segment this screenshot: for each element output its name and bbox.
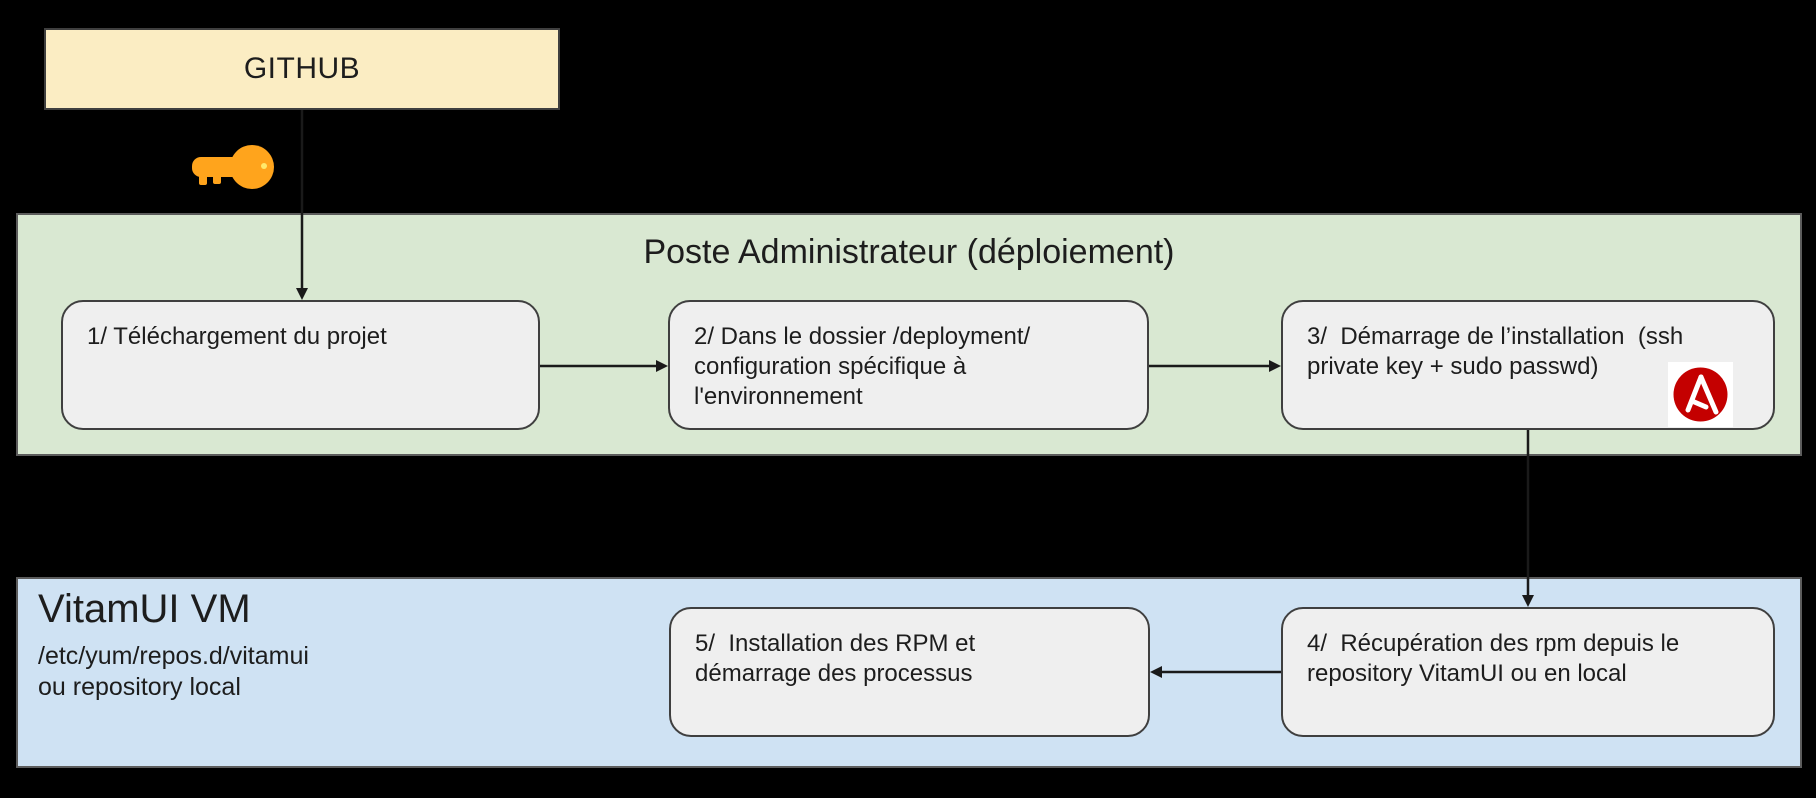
zone-admin-title: Poste Administrateur (déploiement) xyxy=(643,233,1175,271)
zone-vm-subtitle: /etc/yum/repos.d/vitamui ou repository l… xyxy=(38,642,309,701)
key-hole xyxy=(261,163,267,169)
ansible-logo-icon xyxy=(1668,362,1733,427)
key-icon xyxy=(192,145,274,189)
zone-vm-title: VitamUI VM xyxy=(38,587,251,631)
step-2-configuration-deployment: 2/ Dans le dossier /deployment/ configur… xyxy=(668,300,1149,430)
step-5-installation-rpm: 5/ Installation des RPM et démarrage des… xyxy=(669,607,1150,737)
step-4-recuperation-rpm: 4/ Récupération des rpm depuis le reposi… xyxy=(1281,607,1775,737)
step-1-telechargement-projet: 1/ Téléchargement du projet xyxy=(61,300,540,430)
github-source-box: GITHUB xyxy=(44,28,560,110)
